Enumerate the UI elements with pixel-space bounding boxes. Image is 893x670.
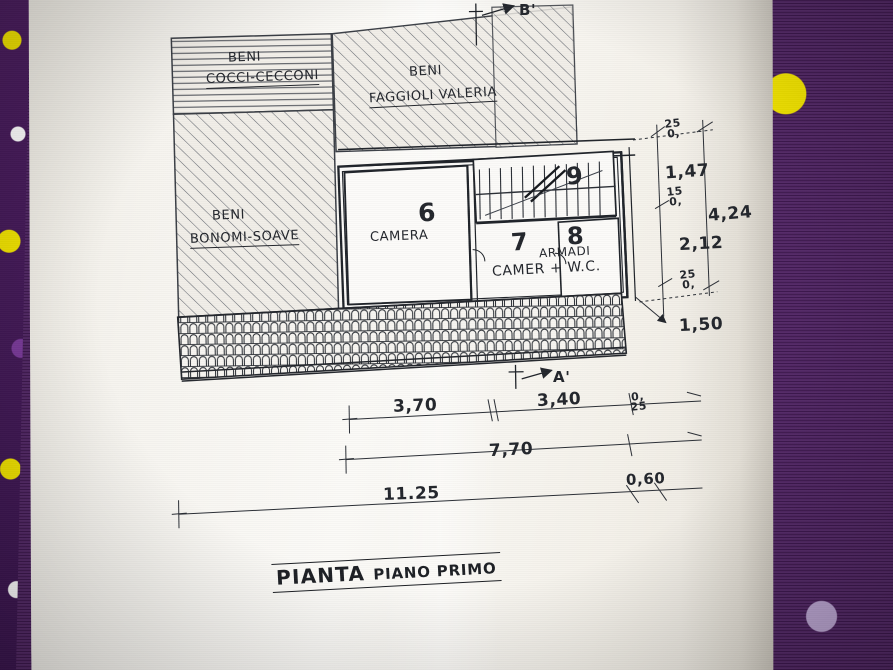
label-cocci-cecconi-line1: BENI [227, 49, 262, 66]
dimension-h-340: 3,40 [536, 388, 582, 412]
parcel-faggioli-valeria [331, 4, 578, 153]
room-label-armadi: ARMADI [538, 243, 591, 261]
dimension-h-025: 0,25 [629, 389, 648, 414]
dimension-v-150: 1,50 [678, 313, 724, 337]
dimension-v-147: 1,47 [664, 160, 711, 184]
dimension-chain-horizontal [171, 391, 703, 529]
label-faggioli-valeria-line1: BENI [408, 63, 443, 80]
dim-h3-num: 25 [629, 399, 648, 414]
dimension-h-overall-1125: 11.25 [382, 483, 441, 505]
dim-v5-den: 0, [681, 277, 696, 292]
room-number-6: 6 [417, 197, 437, 228]
section-marker-a [508, 364, 553, 389]
section-label-b-prime: B' [519, 1, 537, 19]
dimension-h-060: 0,60 [625, 468, 666, 490]
section-label-a-prime: A' [553, 368, 571, 386]
label-bonomi-soave-line1: BENI [211, 207, 246, 224]
room-label-camera: CAMERA [369, 227, 429, 246]
section-marker-b [468, 3, 516, 46]
roof-tile-band [176, 292, 628, 382]
dim-v1-den: 0, [666, 126, 681, 141]
dimension-v-212: 2,12 [678, 232, 724, 256]
room-number-7: 7 [510, 227, 530, 257]
dimension-chain-vertical [632, 119, 720, 324]
page-title-main: PIANTA [275, 561, 366, 590]
dim-v3-den: 0, [668, 194, 683, 209]
dimension-h-370: 3,70 [392, 395, 438, 417]
building-walls [337, 138, 637, 311]
room-number-9: 9 [565, 161, 585, 191]
dimension-v-overall-424: 4,24 [707, 202, 754, 226]
parcel-bonomi-soave [172, 108, 340, 318]
dimension-h-770: 7,70 [488, 438, 534, 462]
page-title-sub: PIANO PRIMO [372, 559, 497, 584]
